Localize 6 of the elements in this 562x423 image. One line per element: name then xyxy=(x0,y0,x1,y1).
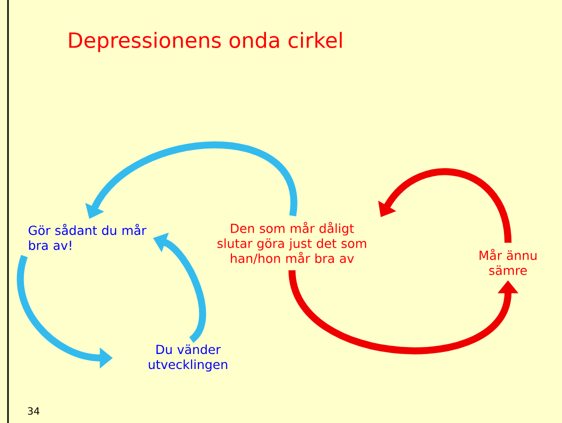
title: Depressionens onda cirkel xyxy=(69,32,342,52)
text-label: Du vänder utvecklingen xyxy=(148,344,228,372)
text-label: Gör sådant du mår bra av! xyxy=(28,224,146,250)
text-label: Mår ännu sämre xyxy=(480,248,536,276)
text-label: Den som mår dåligt slutar göra just det som han/hon mår bra av xyxy=(218,222,366,264)
page-number: 34 xyxy=(28,407,40,415)
